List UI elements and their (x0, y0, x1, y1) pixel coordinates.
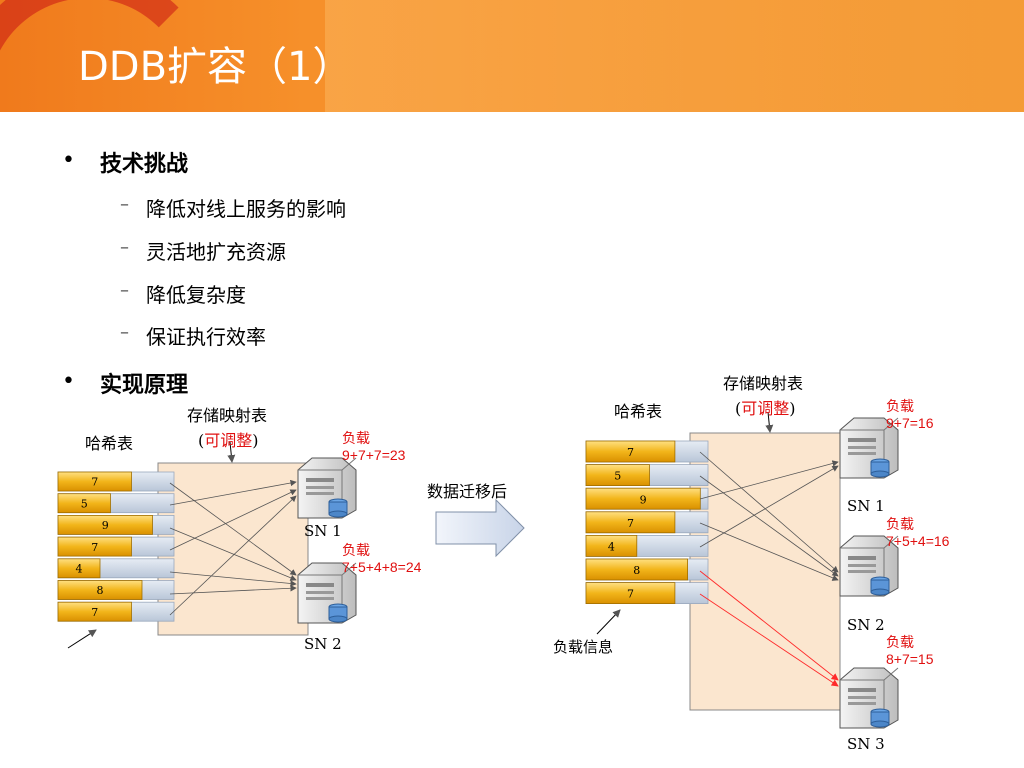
after-hash-row-value: 7 (627, 517, 634, 530)
after-hash-row-bar (585, 440, 676, 463)
after-hash-row-bar (585, 511, 676, 534)
after-hash-row-value: 5 (614, 470, 621, 483)
after-sn3-server-icon (839, 667, 899, 729)
before-map-adjust: (可调整) (198, 431, 259, 450)
sub-dash: – (120, 237, 129, 258)
before-hash-row-value: 8 (97, 584, 104, 597)
after-hash-label: 哈希表 (614, 402, 663, 421)
before-hash-row-bar (57, 493, 111, 514)
before-hash-row-bar (57, 471, 132, 492)
before-hash-row-bar (57, 558, 101, 579)
slide-header: DDB扩容（1） (0, 0, 1024, 112)
after-hash-row-bar (585, 464, 650, 487)
after-hash-row-value: 4 (608, 541, 615, 554)
after-map-adjust: (可调整) (735, 399, 796, 418)
sub-item-1: 降低对线上服务的影响 (146, 197, 346, 221)
before-hash-label: 哈希表 (85, 434, 134, 453)
after-hash-row-value: 7 (627, 588, 634, 601)
after-hash-row-value: 9 (640, 493, 647, 506)
after-sn1-label: SN 1 (847, 497, 885, 515)
after-mapping-lines (699, 451, 839, 581)
header-glow (325, 0, 1024, 112)
after-migrated-lines (699, 570, 839, 687)
before-hash-row-value: 7 (91, 541, 98, 554)
before-hash-row-value: 4 (76, 562, 83, 575)
after-hash-row-bar (585, 558, 688, 581)
bullet-principle: 实现原理 (100, 373, 189, 398)
before-sn1-server-icon (297, 457, 357, 519)
after-hash-row-bar (585, 535, 638, 557)
after-hash-row-value: 7 (627, 446, 634, 459)
sub-dash: – (120, 194, 129, 215)
sub-item-2: 灵活地扩充资源 (146, 240, 286, 264)
bullet-dot: • (62, 369, 75, 394)
before-sn1-label: SN 1 (304, 522, 342, 540)
slide-title: DDB扩容（1） (78, 44, 353, 90)
sub-item-3: 降低复杂度 (146, 283, 246, 307)
bullet-tech-challenge: 技术挑战 (100, 152, 189, 177)
before-hash-row-value: 7 (91, 476, 98, 489)
before-hash-row-value: 9 (102, 519, 109, 532)
before-hash-row-bar (57, 601, 132, 622)
before-hash-row-value: 7 (91, 606, 98, 619)
sub-dash: – (120, 280, 129, 301)
migration-label: 数据迁移后 (427, 482, 508, 501)
before-hash-row-value: 5 (81, 497, 88, 510)
sub-dash: – (120, 322, 129, 343)
before-hash-row-bar (57, 580, 143, 600)
migration-arrow-icon (435, 498, 525, 558)
before-hash-row-bar (57, 515, 153, 535)
before-hash-row-bar (57, 536, 132, 557)
before-mapping-table (157, 462, 309, 636)
after-map-label: 存储映射表 (723, 374, 804, 393)
after-hash-row-value: 8 (633, 564, 640, 577)
sub-item-4: 保证执行效率 (146, 325, 266, 349)
before-sn2-label: SN 2 (304, 635, 342, 653)
before-map-label: 存储映射表 (187, 406, 268, 425)
after-sn2-label: SN 2 (847, 616, 885, 634)
before-mapping-lines (169, 479, 297, 616)
after-load-info-label: 负载信息 (553, 638, 614, 656)
after-hash-row-bar (585, 582, 676, 604)
after-sn3-label: SN 3 (847, 735, 885, 753)
bullet-dot: • (62, 148, 75, 173)
